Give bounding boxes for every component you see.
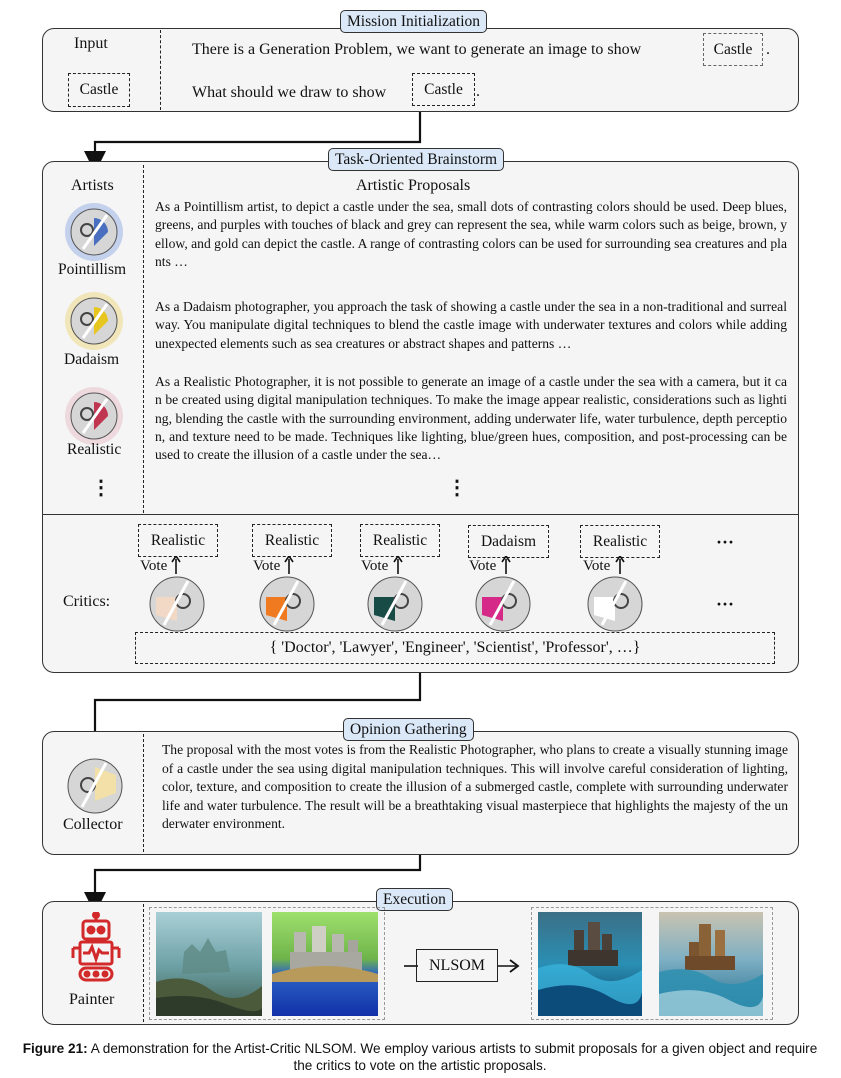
input-label: Input (74, 35, 108, 52)
critic-1-choice: Realistic (138, 524, 218, 557)
opinion-text: The proposal with the most votes is from… (162, 742, 788, 831)
output-images-group (531, 907, 773, 1020)
painter-robot-icon (71, 912, 121, 982)
input-images-group (149, 907, 385, 1020)
mission-tag: Mission Initialization (340, 10, 488, 33)
critic-roles-box: { 'Doctor', 'Lawyer', 'Engineer', 'Scien… (135, 632, 775, 664)
mission-line-2-period: . (476, 83, 480, 100)
artists-label: Artists (71, 177, 114, 194)
mission-object-box-2: Castle (412, 73, 475, 106)
proposals-title: Artistic Proposals (356, 177, 471, 194)
critics-more-top: ··· (716, 532, 735, 552)
input-object-box: Castle (68, 73, 130, 107)
critic-3-avatar (367, 576, 423, 632)
mission-panel (42, 28, 799, 112)
opinion-divider (143, 734, 144, 852)
figure-caption-text: A demonstration for the Artist-Critic NL… (90, 1041, 818, 1073)
critic-1-avatar (149, 576, 205, 632)
critics-label: Critics: (63, 593, 111, 610)
artist-name-pointillism: Pointillism (58, 261, 127, 278)
critic-5-vote-arrow (615, 556, 625, 574)
execution-divider (143, 904, 144, 1022)
generated-castle-image-2 (659, 912, 763, 1016)
mission-divider (160, 30, 161, 110)
critic-1-vote-label: Vote (140, 558, 168, 574)
proposals-more-ellipsis: ⋮ (447, 477, 467, 499)
nlsom-arrow-in (404, 965, 418, 967)
critic-4-vote-arrow (501, 556, 511, 574)
critic-2-choice: Realistic (252, 524, 332, 557)
critic-3-vote-label: Vote (361, 558, 389, 574)
painter-label: Painter (69, 991, 115, 1008)
critic-4-vote-label: Vote (469, 558, 497, 574)
generated-castle-image-1 (538, 912, 642, 1016)
brainstorm-tag: Task-Oriented Brainstorm (328, 148, 505, 171)
mission-line-1-text: There is a Generation Problem, we want t… (192, 41, 642, 58)
critics-more-bottom: ··· (716, 594, 735, 614)
critic-2-vote-arrow (284, 556, 294, 574)
critic-5-choice: Realistic (580, 525, 660, 558)
mission-line-2: What should we draw to show (192, 84, 387, 101)
underwater-castle-image-1 (156, 912, 262, 1016)
critic-2-vote-label: Vote (253, 558, 281, 574)
mission-line-1: There is a Generation Problem, we want t… (192, 40, 641, 60)
artist-name-dadaism: Dadaism (64, 351, 120, 368)
brainstorm-divider (143, 165, 144, 513)
opinion-tag: Opinion Gathering (343, 718, 474, 741)
nlsom-box: NLSOM (416, 949, 498, 982)
mission-line-1-period: . (766, 41, 770, 58)
figure-caption: Figure 21: A demonstration for the Artis… (20, 1040, 820, 1074)
proposal-pointillism: As a Pointillism artist, to depict a cas… (155, 199, 787, 269)
opinion-panel (42, 731, 799, 855)
critic-3-choice: Realistic (360, 524, 440, 557)
critic-2-avatar (259, 576, 315, 632)
artist-avatar-realistic (65, 387, 123, 445)
brainstorm-critics-separator (43, 514, 798, 515)
critic-5-vote-label: Vote (583, 558, 611, 574)
critic-1-vote-arrow (171, 556, 181, 574)
artists-more-ellipsis: ⋮ (91, 477, 111, 499)
artist-avatar-pointillism (65, 203, 123, 261)
proposal-dadaism: As a Dadaism photographer, you approach … (155, 299, 787, 351)
underwater-castle-image-2 (272, 912, 378, 1016)
arrow-opinion-to-execution (84, 855, 422, 914)
critic-4-avatar (475, 576, 531, 632)
proposal-realistic: As a Realistic Photographer, it is not p… (155, 374, 787, 463)
critic-3-vote-arrow (393, 556, 403, 574)
execution-tag: Execution (376, 888, 453, 911)
collector-label: Collector (63, 816, 123, 833)
collector-avatar (67, 758, 123, 814)
mission-object-box-1: Castle (703, 33, 763, 66)
artist-name-realistic: Realistic (67, 441, 122, 458)
critic-5-avatar (587, 576, 643, 632)
artist-avatar-dadaism (65, 292, 123, 350)
figure-caption-label: Figure 21: (22, 1041, 88, 1056)
critic-4-choice: Dadaism (468, 525, 549, 558)
nlsom-arrow-out (498, 959, 520, 973)
